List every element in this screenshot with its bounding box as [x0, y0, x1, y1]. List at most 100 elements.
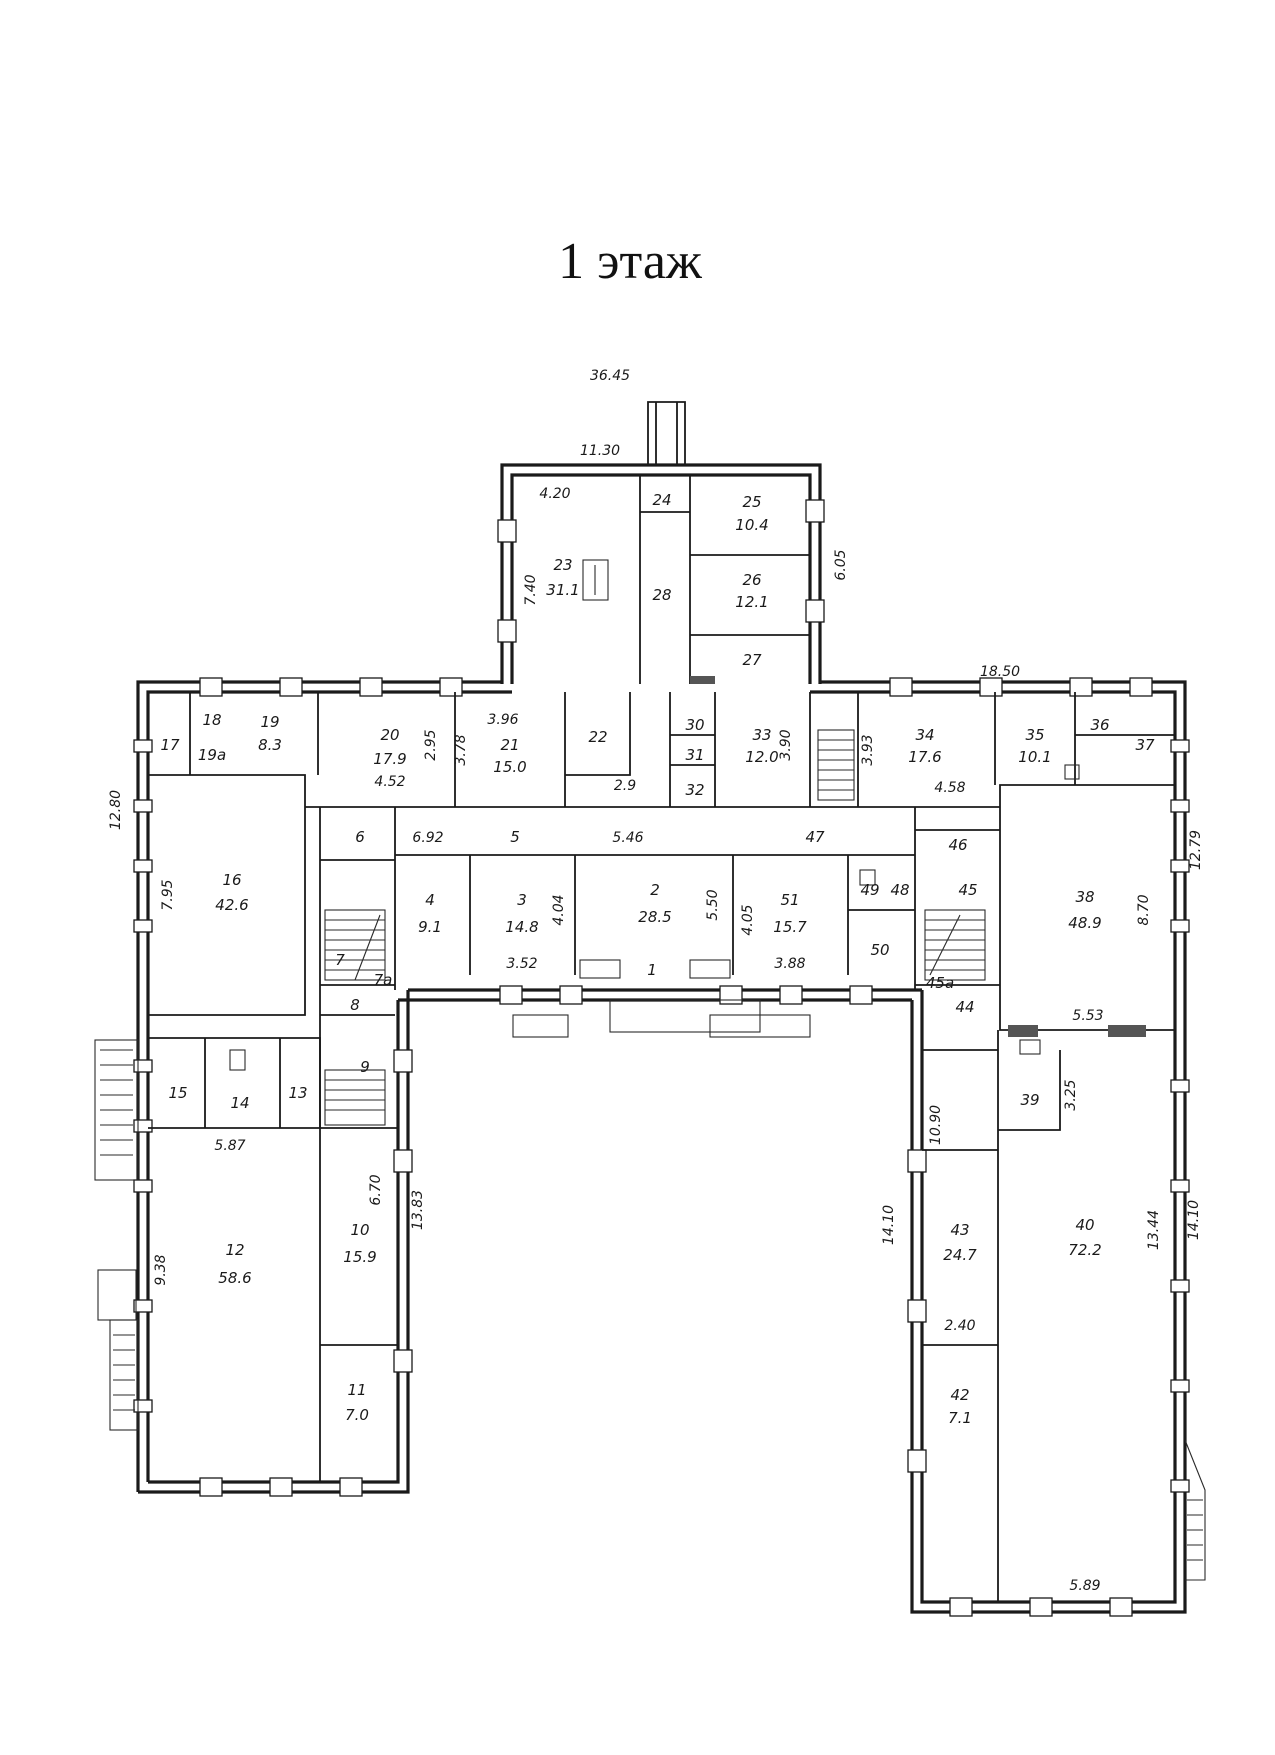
- room-20-number: 20: [380, 726, 399, 744]
- room-33-area: 12.0: [745, 748, 778, 766]
- room-25-number: 25: [742, 493, 761, 511]
- room-2-area: 28.5: [638, 908, 671, 926]
- room-2-number: 2: [650, 881, 660, 899]
- dim-overall-width: 36.45: [590, 368, 630, 384]
- room-45-number: 45: [958, 881, 977, 899]
- dim-right-wing-inner: 14.10: [881, 1205, 897, 1245]
- room-38-number: 38: [1075, 888, 1094, 906]
- room-27-number: 27: [742, 651, 762, 669]
- room-42-area: 7.1: [948, 1409, 972, 1427]
- room-49-number: 49: [860, 881, 879, 899]
- room-36-number: 36: [1090, 716, 1109, 734]
- dim-right-wing-outer: 14.10: [1186, 1200, 1202, 1240]
- room-6-number: 6: [355, 828, 365, 846]
- outer-walls: [136, 401, 1187, 1614]
- page-title: 1 этаж: [558, 233, 702, 290]
- room-3-area: 14.8: [505, 918, 538, 936]
- room-35-area: 10.1: [1018, 748, 1051, 766]
- room-44-number: 44: [955, 998, 974, 1016]
- room-11-area: 7.0: [345, 1406, 369, 1424]
- room-10-area: 15.9: [343, 1248, 376, 1266]
- room-16-number: 16: [222, 871, 241, 889]
- dim-room2-depth: 5.50: [705, 889, 721, 920]
- dim-room20-length: 4.52: [374, 774, 405, 790]
- interior-walls: [148, 475, 1175, 1602]
- room-19-number: 19: [260, 713, 279, 731]
- room-32-number: 32: [685, 781, 704, 799]
- dim-left-wing-depth: 13.83: [410, 1190, 426, 1230]
- room-42-number: 42: [950, 1386, 969, 1404]
- room-51-number: 51: [780, 891, 799, 909]
- dim-room21-width: 3.96: [487, 712, 518, 728]
- room-30-number: 30: [685, 716, 704, 734]
- dim-room51-width: 3.88: [774, 956, 805, 972]
- dim-room23-depth: 7.40: [523, 574, 539, 605]
- dim-top-wing-depth: 6.05: [833, 549, 849, 580]
- room-26-number: 26: [742, 571, 761, 589]
- room-23-number: 23: [553, 556, 572, 574]
- dim-top-wing-room: 4.20: [539, 486, 570, 502]
- room-12-area: 58.6: [218, 1269, 251, 1287]
- dim-room33-depth: 3.90: [778, 729, 794, 760]
- dim-room12-depth: 9.38: [153, 1254, 169, 1285]
- room-4-number: 4: [425, 891, 435, 909]
- room-16-area: 42.6: [215, 896, 248, 914]
- details: [94, 559, 1206, 1581]
- room-3-number: 3: [517, 891, 527, 909]
- room-47-number: 47: [805, 828, 825, 846]
- dim-room40-width: 5.89: [1069, 1578, 1100, 1594]
- dim-room22-len: 2.9: [614, 778, 636, 794]
- room-20-area: 17.9: [373, 750, 406, 768]
- room-24-number: 24: [652, 491, 671, 509]
- room-13-number: 13: [288, 1084, 307, 1102]
- hatched-wall-left: [1008, 1025, 1038, 1037]
- room-45a-number: 45a: [926, 974, 954, 992]
- dim-room3-width: 3.52: [506, 956, 537, 972]
- room-19a-number: 19a: [198, 746, 226, 764]
- dim-right-top: 18.50: [980, 664, 1020, 680]
- dim-room10-depth: 6.70: [368, 1174, 384, 1205]
- windows: [133, 499, 1190, 1617]
- room-43-area: 24.7: [943, 1246, 977, 1264]
- room-38-area: 48.9: [1068, 914, 1101, 932]
- room-10-number: 10: [350, 1221, 369, 1239]
- dim-corridor-mid: 5.46: [612, 830, 643, 846]
- room-40-area: 72.2: [1068, 1241, 1101, 1259]
- room-34-number: 34: [915, 726, 934, 744]
- room-43-number: 43: [950, 1221, 969, 1239]
- room-1-number: 1: [647, 961, 657, 979]
- room-34-area: 17.6: [908, 748, 941, 766]
- room-23-area: 31.1: [546, 581, 579, 599]
- room-5-number: 5: [510, 828, 520, 846]
- dim-room39-depth: 3.25: [1063, 1079, 1079, 1110]
- room-4-area: 9.1: [418, 918, 442, 936]
- dimension-labels: 36.45 11.30 4.20 6.05 7.40 18.50 12.80 1…: [108, 368, 1204, 1594]
- dim-room3-depth: 4.04: [551, 894, 567, 925]
- dim-left-depth: 12.80: [108, 790, 124, 830]
- room-8-number: 8: [350, 996, 360, 1014]
- room-35-number: 35: [1025, 726, 1044, 744]
- dim-room38-width: 5.53: [1072, 1008, 1103, 1024]
- room-37-number: 37: [1135, 736, 1155, 754]
- room-31-number: 31: [685, 746, 704, 764]
- room-26-area: 12.1: [735, 593, 768, 611]
- room-21-number: 21: [500, 736, 519, 754]
- dim-room51-depth: 4.05: [740, 904, 756, 935]
- room-25-area: 10.4: [735, 516, 768, 534]
- hatched-wall-top: [690, 676, 715, 684]
- room-33-number: 33: [752, 726, 771, 744]
- room-9-number: 9: [360, 1058, 370, 1076]
- room-7a-number: 7a: [374, 971, 393, 989]
- dim-room40-depth: 13.44: [1146, 1210, 1162, 1250]
- dim-room42-width: 2.40: [944, 1318, 975, 1334]
- room-22-number: 22: [588, 728, 607, 746]
- room-28-number: 28: [652, 586, 671, 604]
- room-46-number: 46: [948, 836, 967, 854]
- dim-room43-depth: 10.90: [928, 1105, 944, 1145]
- dim-room34-depth: 3.93: [860, 734, 876, 765]
- dim-room21-depth: 3.78: [453, 734, 469, 765]
- dim-room12-width: 5.87: [214, 1138, 245, 1154]
- dim-top-wing-width: 11.30: [580, 443, 620, 459]
- room-labels: 23 31.1 24 28 25 10.4 26 12.1 27 17 18 1…: [160, 491, 1155, 1427]
- dim-room20-width: 2.95: [423, 729, 439, 760]
